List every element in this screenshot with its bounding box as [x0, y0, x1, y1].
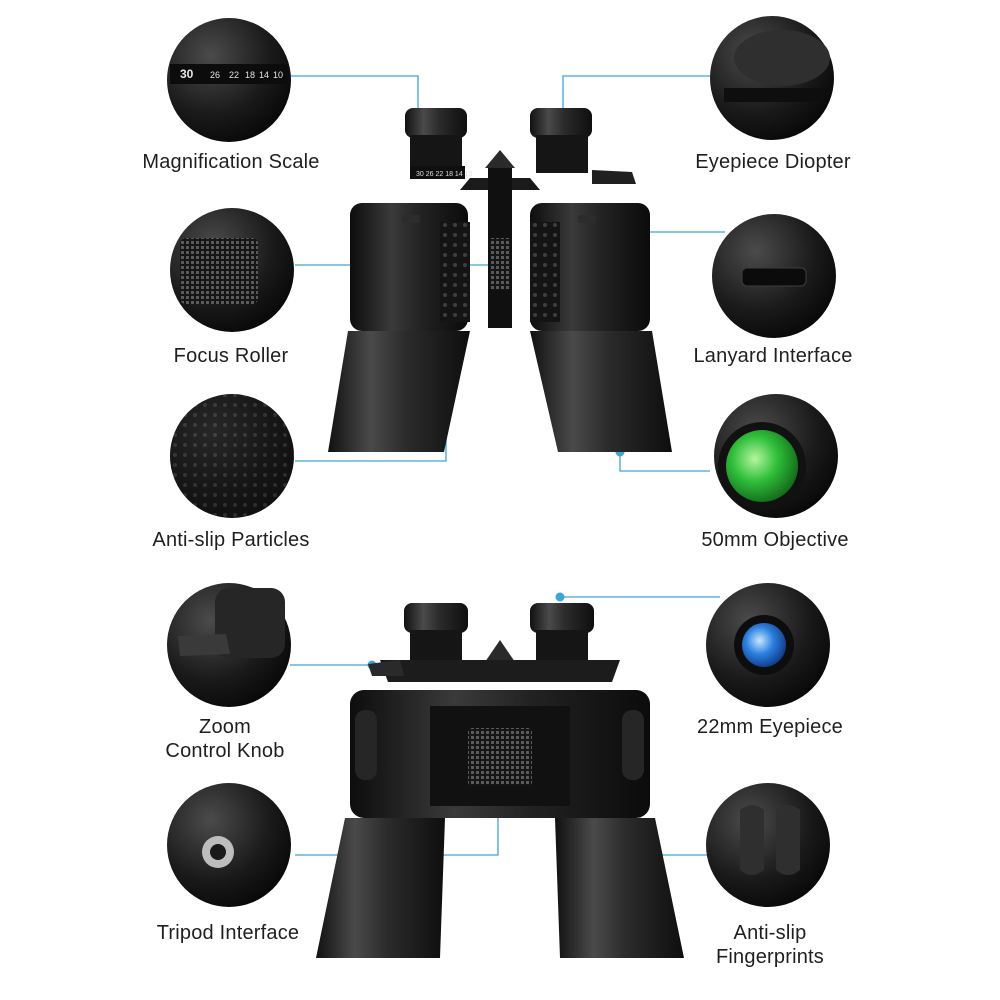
- eyepiece-diopter-detail: [710, 16, 834, 140]
- label-magnification-scale: Magnification Scale: [142, 151, 320, 173]
- tripod-interface-detail: [167, 783, 291, 907]
- zoom-control-knob-detail: [167, 583, 291, 707]
- label-tripod-interface: Tripod Interface: [156, 922, 300, 944]
- scale-number-22: 22: [229, 70, 239, 80]
- magnification-scale-detail: [167, 18, 291, 142]
- label-zoom-line2: Control Knob: [165, 740, 285, 762]
- eyepiece-22mm-detail: [706, 583, 830, 707]
- label-fingerprints-line2: Fingerprints: [716, 946, 824, 968]
- label-fingerprints-line1: Anti-slip: [733, 922, 807, 944]
- label-focus-roller: Focus Roller: [173, 345, 289, 367]
- anti-slip-fingerprints-detail: [706, 783, 830, 907]
- anti-slip-particles-detail: [170, 394, 294, 518]
- scale-number-18: 18: [245, 70, 255, 80]
- lanyard-interface-detail: [712, 214, 836, 338]
- scale-number-14: 14: [259, 70, 269, 80]
- label-50mm-objective: 50mm Objective: [701, 529, 849, 551]
- scale-number-26: 26: [210, 70, 220, 80]
- label-zoom-control-knob: Zoom Control Knob: [95, 715, 355, 763]
- label-22mm-eyepiece: 22mm Eyepiece: [697, 716, 843, 738]
- focus-roller-detail: [170, 208, 294, 332]
- magnification-scale-numbers: 30 26 22 18 14 10: [180, 67, 283, 81]
- label-anti-slip-particles: Anti-slip Particles: [152, 529, 310, 551]
- scale-number-30: 30: [180, 67, 194, 81]
- binoculars-bottom: [316, 603, 684, 958]
- scale-number-10: 10: [273, 70, 283, 80]
- label-zoom-line1: Zoom: [199, 716, 251, 738]
- label-eyepiece-diopter: Eyepiece Diopter: [695, 151, 851, 173]
- label-lanyard-interface: Lanyard Interface: [693, 345, 853, 367]
- label-anti-slip-fingerprints: Anti-slip Fingerprints: [640, 921, 900, 969]
- svg-text:30 26 22 18 14 10: 30 26 22 18 14 10: [416, 171, 473, 178]
- objective-50mm-detail: [714, 394, 838, 518]
- binoculars-top: 30 26 22 18 14 10: [328, 108, 672, 452]
